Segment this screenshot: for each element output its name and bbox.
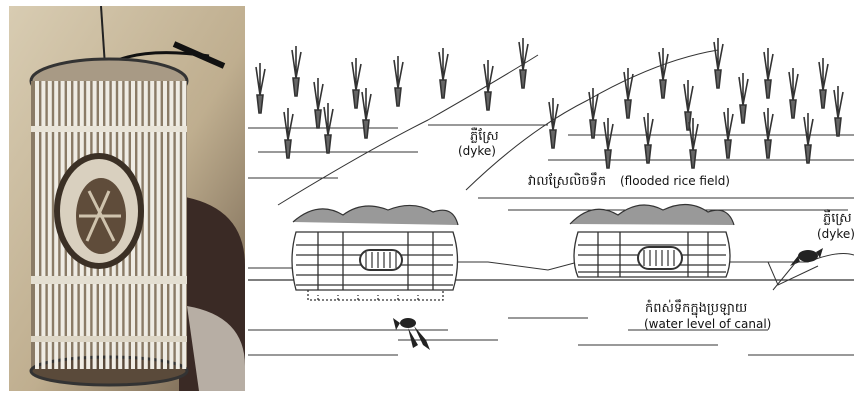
bamboo-slat (35, 81, 39, 369)
rice-plant (519, 38, 528, 88)
trap-right (570, 204, 734, 277)
rice-plant (394, 56, 403, 106)
bamboo-slat (41, 81, 45, 369)
rice-plant (352, 58, 361, 108)
rice-plant (624, 68, 633, 118)
fish-trap-photo (9, 6, 245, 391)
rice-plant (789, 68, 798, 118)
dyke-left-khmer: ភ្លឺស្រែ (470, 127, 499, 144)
bamboo-slat (48, 81, 52, 369)
dyke-left-en: (dyke) (458, 144, 496, 158)
rice-plant (484, 60, 493, 110)
rice-plant (764, 48, 773, 98)
bamboo-slat (163, 81, 167, 369)
canal-en: (water level of canal) (644, 317, 771, 331)
rice-plant (314, 78, 323, 128)
rice-plant (439, 48, 448, 98)
rice-plant (284, 108, 293, 158)
canal-pointer-arrow (773, 262, 796, 290)
rice-plant (362, 88, 371, 138)
bamboo-slat (150, 81, 154, 369)
dyke-right-en: (dyke) (817, 227, 854, 241)
rice-plant (644, 113, 653, 163)
rice-plant (256, 63, 265, 113)
bamboo-slat (144, 81, 148, 369)
dyke-left-slope (278, 55, 538, 205)
rice-plant (819, 58, 828, 108)
trap-left (292, 205, 458, 300)
trap-cage (31, 59, 187, 385)
frog-swimming (393, 318, 430, 350)
rice-plant (834, 86, 843, 136)
flooded-khmer: វាលស្រែលិចទឹក (528, 172, 606, 189)
rice-plant (764, 108, 773, 158)
rice-plant (739, 73, 748, 123)
rice-plant (292, 46, 301, 96)
dyke-right-khmer: ភ្លឺស្រេ (823, 209, 852, 226)
rice-plant (724, 108, 733, 158)
trap-placement-diagram: ភ្លឺស្រែ (dyke) វាលស្រែលិចទឹក (flooded r… (248, 0, 854, 396)
bamboo-slat (182, 81, 186, 369)
canal-khmer: កំពស់ទឹកក្នុងប្រឡាយ (645, 299, 747, 318)
rice-plant (549, 98, 558, 148)
bamboo-slat (157, 81, 161, 369)
bamboo-slat (176, 81, 180, 369)
rice-plant (659, 48, 668, 98)
rice-plant (804, 113, 813, 163)
bamboo-slat (169, 81, 173, 369)
rice-plant (714, 38, 723, 88)
flooded-en: (flooded rice field) (620, 174, 730, 188)
